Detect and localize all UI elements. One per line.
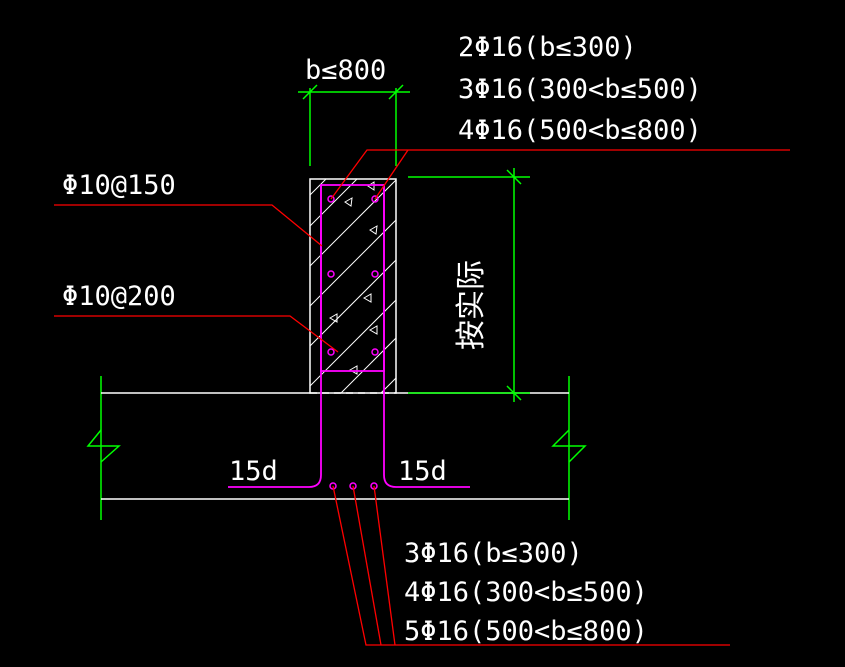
leader-lines bbox=[54, 149, 790, 646]
bottom-bars-label-1: 3Φ16(b≤300) bbox=[404, 538, 583, 569]
slab-outline bbox=[86, 376, 587, 520]
anchor-label-right: 15d bbox=[398, 456, 447, 487]
stirrup-label-200: Φ10@200 bbox=[62, 281, 176, 312]
top-bars-label-3: 4Φ16(500<b≤800) bbox=[458, 115, 702, 146]
top-bars-label-1: 2Φ16(b≤300) bbox=[458, 32, 637, 63]
stirrup-cage bbox=[228, 184, 470, 488]
bottom-bars-label-3: 5Φ16(500<b≤800) bbox=[404, 616, 648, 647]
aggregate-marks bbox=[328, 181, 378, 375]
width-dimension bbox=[298, 84, 410, 166]
width-dimension-label: b≤800 bbox=[305, 55, 386, 86]
anchor-label-left: 15d bbox=[229, 456, 278, 487]
top-bars-label-2: 3Φ16(300<b≤500) bbox=[458, 74, 702, 105]
height-dimension-label: 按实际 bbox=[454, 260, 489, 350]
height-dimension bbox=[408, 168, 530, 402]
bottom-bars-label-2: 4Φ16(300<b≤500) bbox=[404, 577, 648, 608]
wall-section bbox=[309, 178, 397, 394]
stirrup-label-150: Φ10@150 bbox=[62, 170, 176, 201]
